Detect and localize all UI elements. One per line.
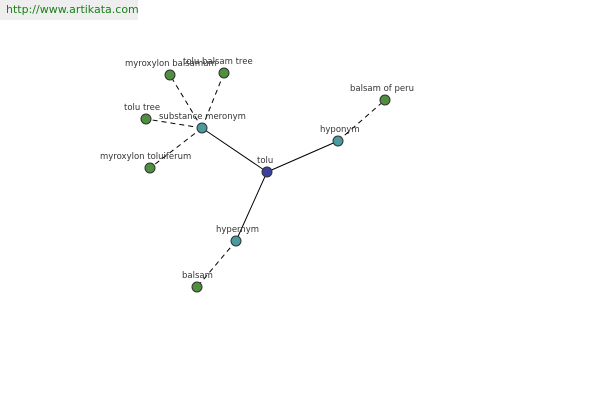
edge-hyponym-to-balsam-of-peru bbox=[337, 99, 386, 142]
node-hypernym[interactable]: hypernym bbox=[216, 225, 259, 247]
node-myroxylon-balsamum[interactable]: myroxylon balsamum bbox=[125, 59, 217, 81]
edge-substance-meronym-to-tolu-balsam-tree bbox=[201, 72, 225, 129]
node-label-balsam[interactable]: balsam bbox=[182, 271, 213, 281]
node-dot-tolu[interactable] bbox=[261, 166, 273, 178]
node-dot-hypernym[interactable] bbox=[230, 235, 242, 247]
node-label-myroxylon-toluiferum[interactable]: myroxylon toluiferum bbox=[100, 152, 191, 162]
node-dot-balsam-of-peru[interactable] bbox=[379, 94, 391, 106]
edge-substance-meronym-to-myroxylon-balsamum bbox=[169, 74, 203, 129]
edge-hypernym-to-balsam bbox=[196, 240, 237, 288]
node-dot-hyponym[interactable] bbox=[332, 135, 344, 147]
edge-substance-meronym-to-tolu-tree bbox=[145, 118, 203, 129]
node-hyponym[interactable]: hyponym bbox=[320, 125, 360, 147]
node-tolu-tree[interactable]: tolu tree bbox=[124, 103, 160, 125]
node-dot-myroxylon-toluiferum[interactable] bbox=[144, 162, 156, 174]
edge-tolu-to-hyponym bbox=[266, 140, 339, 173]
node-dot-balsam[interactable] bbox=[191, 281, 203, 293]
node-label-tolu-tree[interactable]: tolu tree bbox=[124, 103, 160, 113]
node-label-tolu[interactable]: tolu bbox=[257, 156, 273, 166]
node-label-tolu-balsam-tree[interactable]: tolu balsam tree bbox=[183, 57, 253, 67]
node-balsam-of-peru[interactable]: balsam of peru bbox=[350, 84, 414, 106]
node-tolu-balsam-tree[interactable]: tolu balsam tree bbox=[183, 57, 253, 79]
node-dot-tolu-tree[interactable] bbox=[140, 113, 152, 125]
node-label-hypernym[interactable]: hypernym bbox=[216, 225, 259, 235]
edge-tolu-to-substance-meronym bbox=[201, 127, 268, 173]
node-label-balsam-of-peru[interactable]: balsam of peru bbox=[350, 84, 414, 94]
node-myroxylon-toluiferum[interactable]: myroxylon toluiferum bbox=[100, 152, 191, 174]
node-balsam[interactable]: balsam bbox=[182, 271, 213, 293]
node-label-hyponym[interactable]: hyponym bbox=[320, 125, 360, 135]
site-url-link[interactable]: http://www.artikata.com bbox=[0, 0, 139, 20]
nodes-layer: tolu substance meronym hyponym hypernym myro… bbox=[100, 57, 414, 293]
node-substance-meronym[interactable]: substance meronym bbox=[159, 112, 246, 134]
node-dot-myroxylon-balsamum[interactable] bbox=[164, 69, 176, 81]
edge-substance-meronym-to-myroxylon-toluiferum bbox=[149, 127, 203, 169]
edges-layer bbox=[145, 72, 386, 288]
node-dot-tolu-balsam-tree[interactable] bbox=[218, 67, 230, 79]
node-dot-substance-meronym[interactable] bbox=[196, 122, 208, 134]
edge-tolu-to-hypernym bbox=[235, 171, 268, 242]
node-tolu[interactable]: tolu bbox=[257, 156, 273, 178]
node-label-myroxylon-balsamum[interactable]: myroxylon balsamum bbox=[125, 59, 217, 69]
node-label-substance-meronym[interactable]: substance meronym bbox=[159, 112, 246, 122]
